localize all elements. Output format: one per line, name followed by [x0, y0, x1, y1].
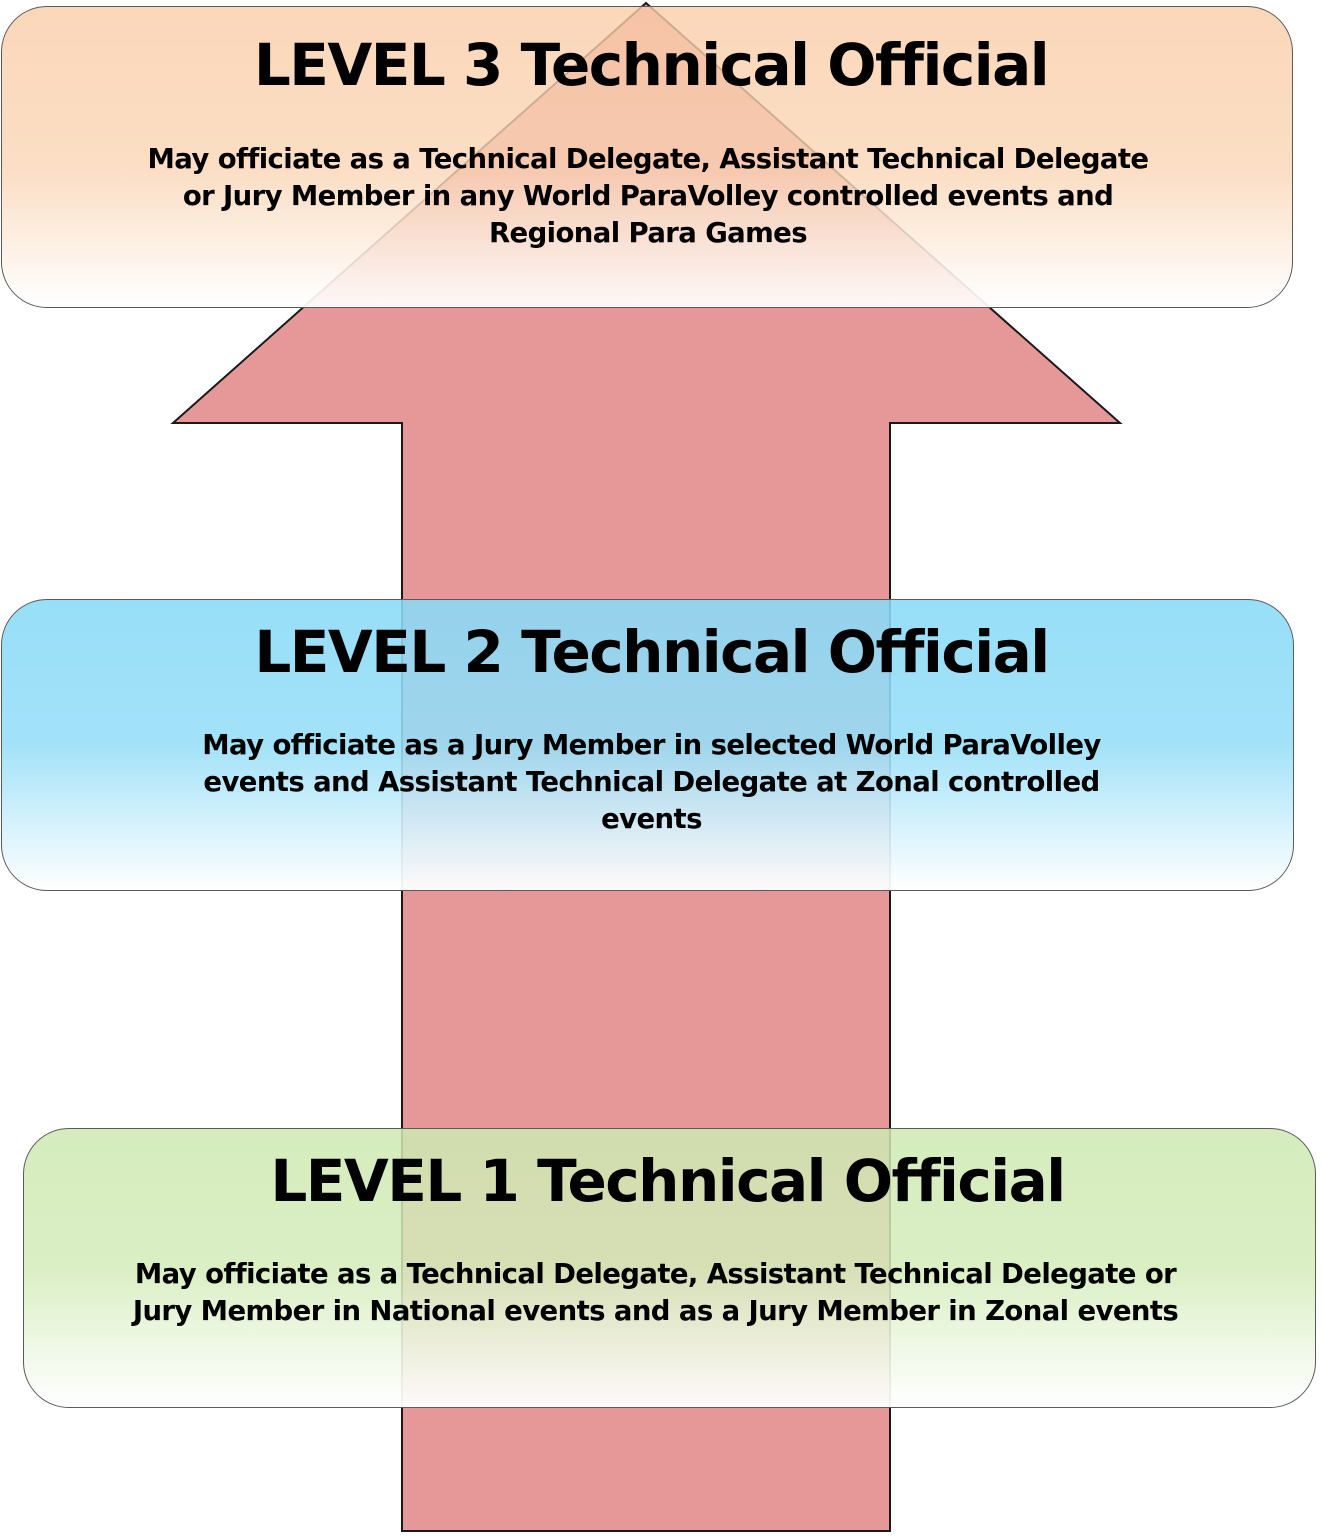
level-2-description: May officiate as a Jury Member in select… — [10, 727, 1293, 838]
level-1-description-line: May officiate as a Technical Delegate, A… — [134, 1258, 1177, 1290]
level-1-description: May officiate as a Technical Delegate, A… — [0, 1256, 1315, 1330]
level-2-description-line: events — [601, 803, 702, 835]
level-1-description-line: Jury Member in National events and as a … — [132, 1295, 1179, 1327]
level-3-description-line: or Jury Member in any World ParaVolley c… — [182, 180, 1114, 212]
level-1-title: LEVEL 1 Technical Official — [270, 1147, 1066, 1215]
level-3-box: LEVEL 3 Technical Official May officiate… — [1, 6, 1293, 308]
level-2-box: LEVEL 2 Technical Official May officiate… — [1, 599, 1294, 891]
level-3-description: May officiate as a Technical Delegate, A… — [4, 141, 1292, 252]
level-3-title: LEVEL 3 Technical Official — [253, 31, 1050, 99]
level-2-description-line: events and Assistant Technical Delegate … — [203, 766, 1100, 798]
level-2-title: LEVEL 2 Technical Official — [254, 618, 1050, 686]
level-3-description-line: Regional Para Games — [488, 217, 808, 249]
level-1-box: LEVEL 1 Technical Official May officiate… — [23, 1128, 1316, 1408]
level-2-description-line: May officiate as a Jury Member in select… — [202, 729, 1101, 761]
level-3-description-line: May officiate as a Technical Delegate, A… — [147, 143, 1150, 175]
